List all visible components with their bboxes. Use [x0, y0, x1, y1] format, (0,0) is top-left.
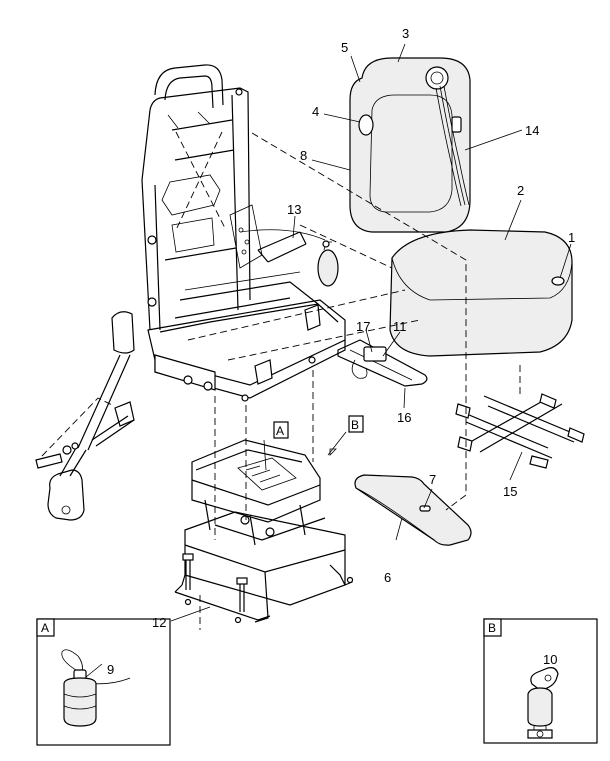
seat-back-cushion	[349, 57, 471, 233]
inset-a-label: A	[41, 621, 49, 635]
detail-tag-a: A	[273, 421, 289, 439]
armrest	[354, 474, 472, 546]
callout-9: 9	[107, 662, 114, 677]
callout-13: 13	[287, 202, 301, 217]
seat-base-frame	[147, 271, 346, 402]
callout-12: 12	[152, 615, 166, 630]
seat-belt	[35, 311, 135, 521]
callout-labels: 1 2 3 4 5 6 7 8 9 10 11 12 13 14 15 16 1…	[107, 26, 575, 677]
seat-pan-frame	[455, 393, 585, 469]
inset-b: B	[483, 618, 598, 744]
callout-3: 3	[402, 26, 409, 41]
seat-riser-base	[174, 511, 354, 624]
callout-4: 4	[312, 104, 319, 119]
callout-8: 8	[300, 148, 307, 163]
suspension-assembly	[191, 439, 326, 546]
callout-10: 10	[543, 652, 557, 667]
callout-1: 1	[568, 230, 575, 245]
callout-16: 16	[397, 410, 411, 425]
pump-part-9	[61, 649, 131, 727]
callout-2: 2	[517, 183, 524, 198]
inset-b-label: B	[488, 621, 496, 635]
pump-bulb-assembly	[239, 229, 339, 287]
callout-17: 17	[356, 319, 370, 334]
shock-absorber-part-10	[527, 667, 559, 739]
callout-7: 7	[429, 472, 436, 487]
callout-11: 11	[393, 319, 407, 334]
callout-5: 5	[341, 40, 348, 55]
detail-tag-b: B	[348, 415, 364, 433]
assembly-alignment-lines	[41, 132, 521, 630]
detail-tag-a-label: A	[276, 424, 284, 438]
callout-6: 6	[384, 570, 391, 585]
seat-cushion	[389, 229, 573, 357]
release-lever	[337, 339, 428, 387]
inset-a: A	[36, 618, 171, 746]
leader-lines	[170, 43, 572, 622]
detail-tag-b-label: B	[351, 418, 359, 432]
seat-back-frame	[141, 64, 263, 331]
callout-14: 14	[525, 123, 539, 138]
callout-15: 15	[503, 484, 517, 499]
